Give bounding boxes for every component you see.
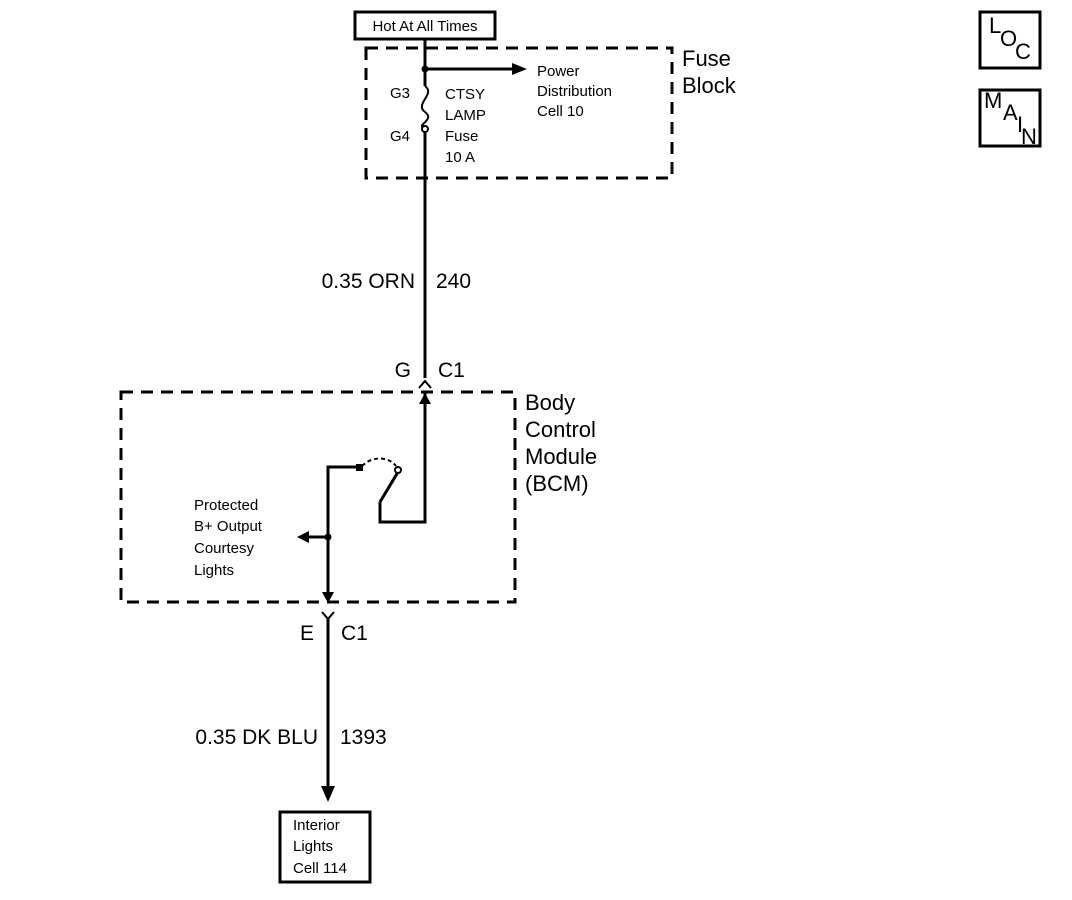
fuse-terminal <box>421 125 429 133</box>
fuse-label-line-4: 10 A <box>445 149 475 166</box>
loc-char-l: L <box>989 13 1001 38</box>
bcm-output-down-arrow <box>322 592 334 603</box>
upper-connector-pin: G <box>395 359 411 382</box>
bcm-title-line-2: Control <box>525 417 596 442</box>
branch-label-line-2: Distribution <box>537 83 612 100</box>
bcm-switch-blade <box>378 471 400 503</box>
main-button[interactable]: M A I N <box>978 88 1042 149</box>
bcm-output-label-line-2: B+ Output <box>194 518 263 535</box>
loc-char-o: O <box>1000 26 1017 51</box>
fuse-terminal-bottom: G4 <box>390 128 410 145</box>
bcm-title-line-3: Module <box>525 444 597 469</box>
loc-char-c: C <box>1015 39 1031 64</box>
power-distribution-arrow <box>512 63 527 75</box>
fuse-label-line-1: CTSY <box>445 86 485 103</box>
branch-label-line-3: Cell 10 <box>537 103 584 120</box>
bcm-input-arrow <box>419 393 431 404</box>
destination-line-3: Cell 114 <box>293 860 347 877</box>
fuse-block-title-line-2: Block <box>682 73 737 98</box>
upper-wire-circuit: 240 <box>436 270 471 293</box>
main-char-i: I <box>1017 112 1023 137</box>
lower-connector-name: C1 <box>341 622 368 645</box>
fuse-block-title-line-1: Fuse <box>682 46 731 71</box>
destination-line-2: Lights <box>293 838 333 855</box>
bcm-switch-linkage <box>361 457 397 467</box>
bcm-title-line-4: (BCM) <box>525 471 589 496</box>
fuse-label-line-2: LAMP <box>445 107 486 124</box>
lower-wire-circuit: 1393 <box>340 726 387 749</box>
lower-connector-pin: E <box>300 622 314 645</box>
bcm-output-label-line-4: Lights <box>194 562 234 579</box>
fuse-block-outline <box>364 46 674 180</box>
upper-connector-symbol <box>418 379 432 389</box>
loc-button[interactable]: L O C <box>978 10 1042 70</box>
bcm-output-label-line-1: Protected <box>194 497 258 514</box>
upper-wire-size-color: 0.35 ORN <box>322 270 415 293</box>
upper-connector-name: C1 <box>438 359 465 382</box>
bcm-switch-feed-wire <box>378 478 427 524</box>
bcm-output-wire <box>326 465 359 598</box>
main-char-n: N <box>1021 124 1037 149</box>
destination-line-1: Interior <box>293 817 340 834</box>
lower-wire-arrow <box>321 786 335 802</box>
bcm-switch-terminal <box>356 464 363 471</box>
bcm-output-arrow <box>297 531 309 543</box>
fuse-label-line-3: Fuse <box>445 128 478 145</box>
bcm-switch-contact <box>394 466 402 474</box>
branch-label-line-1: Power <box>537 63 580 80</box>
lower-connector-symbol <box>321 611 335 621</box>
main-char-a: A <box>1003 100 1018 125</box>
fuse-terminal-top: G3 <box>390 85 410 102</box>
hot-at-all-times-label: Hot At All Times <box>372 18 477 35</box>
main-char-m: M <box>984 88 1002 113</box>
lower-wire-size-color: 0.35 DK BLU <box>195 726 318 749</box>
interior-lights-box[interactable]: Interior Lights Cell 114 <box>278 810 372 884</box>
hot-at-all-times-box[interactable]: Hot At All Times <box>353 10 497 41</box>
bcm-outline <box>119 390 517 604</box>
fuse-symbol <box>420 85 430 129</box>
bcm-title-line-1: Body <box>525 390 575 415</box>
bcm-output-label-line-3: Courtesy <box>194 540 255 557</box>
